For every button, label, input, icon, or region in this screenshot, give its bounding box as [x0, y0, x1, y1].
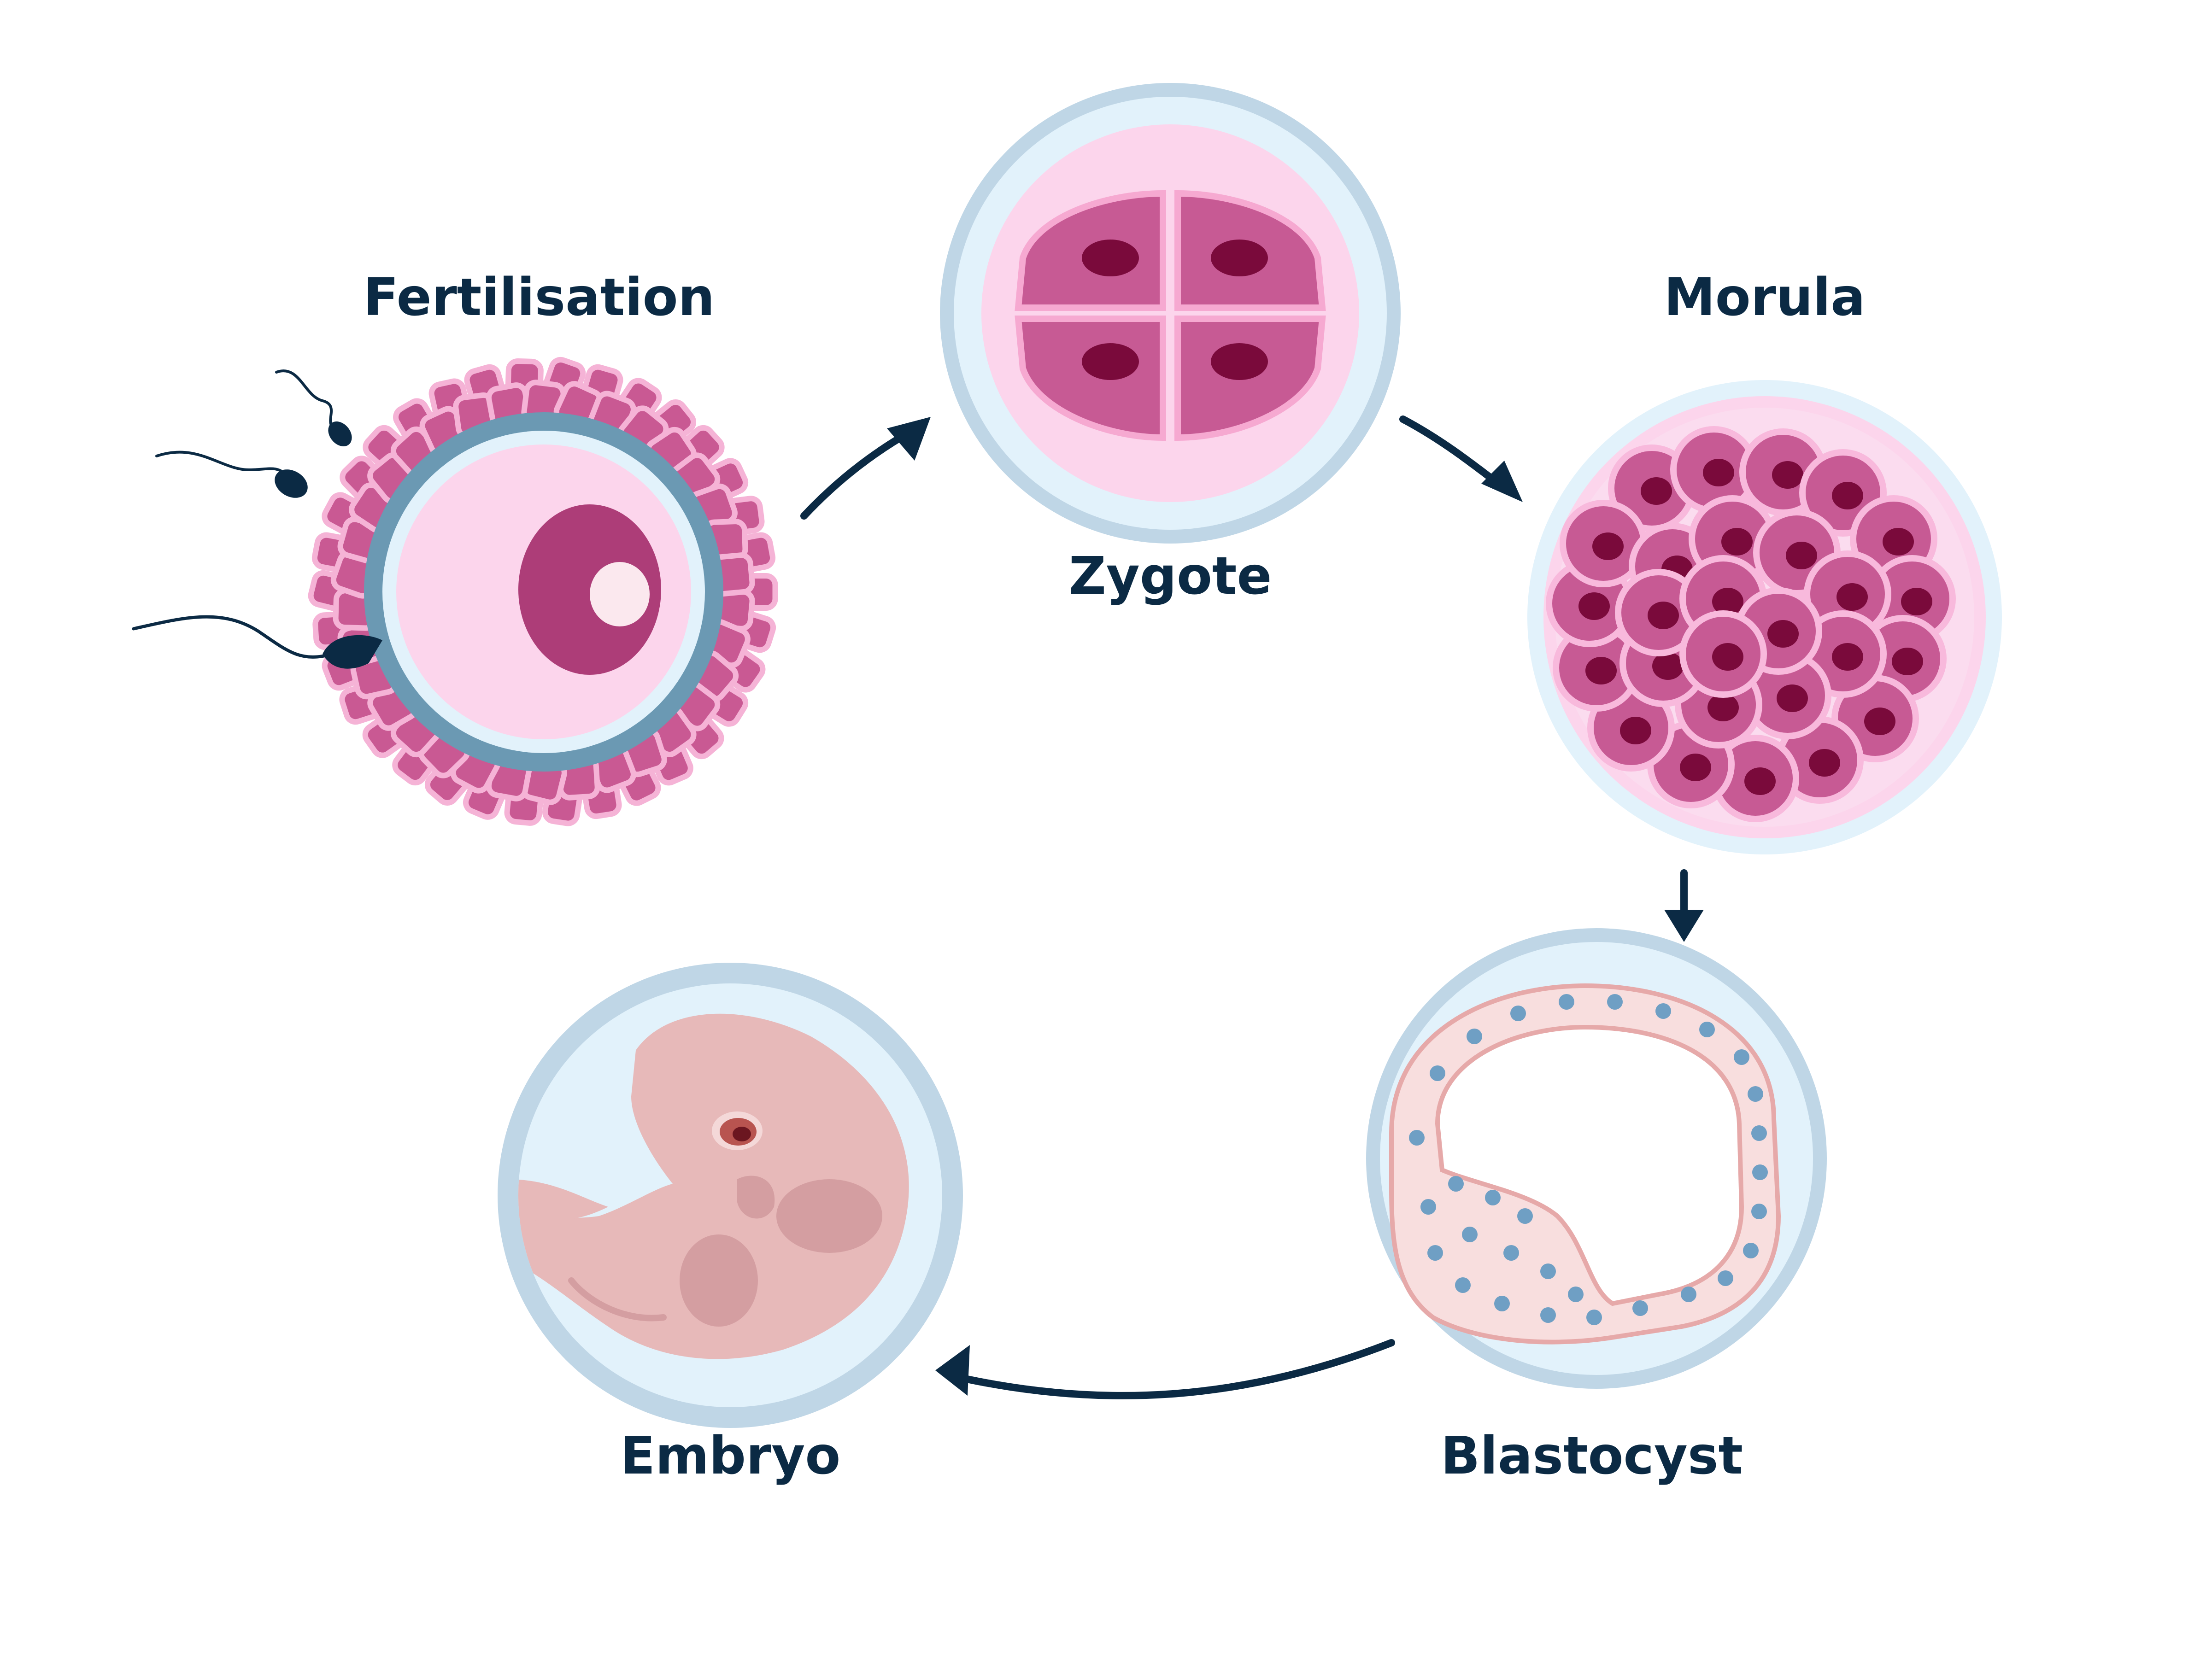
morula-cell-nucleus: [1864, 708, 1895, 735]
blastocyst-nucleus: [1427, 1245, 1443, 1261]
morula-cell-nucleus: [1777, 684, 1808, 712]
blastocyst-nucleus: [1607, 994, 1623, 1010]
morula-cell-nucleus: [1836, 583, 1868, 611]
blastocyst-nucleus: [1540, 1307, 1556, 1323]
embryo-arm: [737, 1176, 775, 1219]
blastocyst-nucleus: [1748, 1086, 1763, 1102]
arrow-zygote-to-morula: [1399, 415, 1523, 502]
arrow-morula-to-blastocyst: [1664, 869, 1704, 942]
blastocyst-nucleus: [1699, 1022, 1715, 1037]
blastocyst-nucleus: [1420, 1199, 1436, 1215]
morula-cell-nucleus: [1721, 528, 1753, 556]
morula-cell-nucleus: [1703, 459, 1734, 486]
zygote-label: Zygote: [1068, 546, 1272, 606]
morula-cell-nucleus: [1832, 482, 1863, 509]
morula-cell-nucleus: [1648, 602, 1679, 629]
embryo-body: [518, 1013, 909, 1359]
blastocyst-nucleus: [1743, 1243, 1759, 1258]
embryo-label: Embryo: [620, 1426, 841, 1486]
zygote-illustration: [940, 83, 1401, 544]
blastocyst-nucleus: [1455, 1277, 1471, 1293]
morula-cell-nucleus: [1680, 754, 1711, 781]
blastocyst-nucleus: [1409, 1130, 1425, 1146]
sperm-cell: [132, 615, 334, 659]
morula-cell-nucleus: [1641, 477, 1672, 505]
blastocyst-nucleus: [1430, 1065, 1445, 1081]
morula-cell-nucleus: [1767, 620, 1799, 648]
blastocyst-illustration: [1366, 928, 1827, 1389]
blastocyst-nucleus: [1752, 1164, 1768, 1180]
morula-cell-nucleus: [1707, 694, 1739, 721]
egg-nucleus: [518, 504, 661, 675]
blastocyst-nucleus: [1448, 1176, 1464, 1192]
blastocyst-nucleus: [1503, 1245, 1519, 1261]
morula-cell-nucleus: [1712, 588, 1743, 615]
morula-cell-nucleus: [1592, 532, 1624, 560]
blastocyst-nucleus: [1734, 1049, 1749, 1065]
embryo-fold: [568, 1277, 667, 1322]
embryo-eye-center: [733, 1127, 751, 1141]
blastomere-nucleus: [1211, 240, 1268, 276]
blastocyst-nucleus: [1655, 1003, 1671, 1019]
fertilisation-label: Fertilisation: [363, 268, 715, 328]
blastocoel-cavity: [1435, 1024, 1744, 1306]
blastocyst-label: Blastocyst: [1440, 1426, 1743, 1486]
blastocyst-nucleus: [1517, 1208, 1533, 1224]
blastocyst-nucleus: [1540, 1263, 1556, 1279]
morula-cell-nucleus: [1892, 648, 1923, 675]
fertilisation-illustration: [132, 357, 778, 826]
embryo-umbilical: [518, 1179, 608, 1221]
zygote-cytoplasm: [981, 124, 1359, 502]
embryo-illustration: [498, 963, 963, 1428]
morula-cell-nucleus: [1901, 588, 1932, 615]
blastocyst-nucleus: [1632, 1300, 1648, 1316]
blastocyst-nucleus: [1510, 1006, 1526, 1021]
blastocyst-nucleus: [1718, 1270, 1733, 1286]
morula-cell-nucleus: [1712, 643, 1743, 671]
sperm-head: [275, 469, 308, 498]
morula-cells: [1546, 426, 1956, 822]
morula-cell-nucleus: [1809, 749, 1840, 777]
arrow-fertilisation-to-zygote: [800, 417, 931, 520]
sperm-cell: [155, 450, 287, 476]
morula-cell-nucleus: [1883, 528, 1914, 556]
arrow-blastocyst-to-embryo: [935, 1339, 1395, 1399]
blastocyst-nucleus: [1559, 994, 1574, 1010]
trophoblast-cells: [1409, 994, 1768, 1325]
blastocyst-nucleus: [1568, 1287, 1584, 1302]
egg-nucleolus: [590, 562, 650, 626]
morula-cell-nucleus: [1786, 542, 1817, 569]
blastomere-nucleus: [1082, 240, 1139, 276]
embryo-limb-bud: [680, 1234, 758, 1327]
sperm-cell: [275, 369, 337, 430]
blastocyst-nucleus: [1462, 1227, 1478, 1242]
sperm-head: [328, 421, 352, 446]
blastocyst-nucleus: [1681, 1287, 1696, 1302]
blastocyst-nucleus: [1494, 1296, 1510, 1311]
morula-illustration: [1527, 380, 2002, 854]
blastocyst-nucleus: [1467, 1029, 1482, 1044]
blastomere-nucleus: [1082, 343, 1139, 380]
morula-label: Morula: [1664, 268, 1866, 328]
blastocyst-nucleus: [1586, 1310, 1602, 1325]
morula-cell-nucleus: [1652, 652, 1684, 680]
morula-cell-nucleus: [1744, 767, 1776, 795]
morula-cell-nucleus: [1620, 717, 1651, 744]
morula-cell-nucleus: [1832, 643, 1863, 671]
morula-cell-nucleus: [1578, 592, 1610, 620]
sperm-head: [323, 635, 382, 669]
blastocyst-nucleus: [1751, 1204, 1767, 1219]
morula-cell-nucleus: [1772, 461, 1803, 489]
blastocyst-nucleus: [1485, 1190, 1501, 1205]
blastocyst-nucleus: [1751, 1125, 1767, 1141]
morula-cell-nucleus: [1585, 657, 1617, 684]
embryo-limb-bud: [776, 1179, 882, 1253]
blastomere-nucleus: [1211, 343, 1268, 380]
